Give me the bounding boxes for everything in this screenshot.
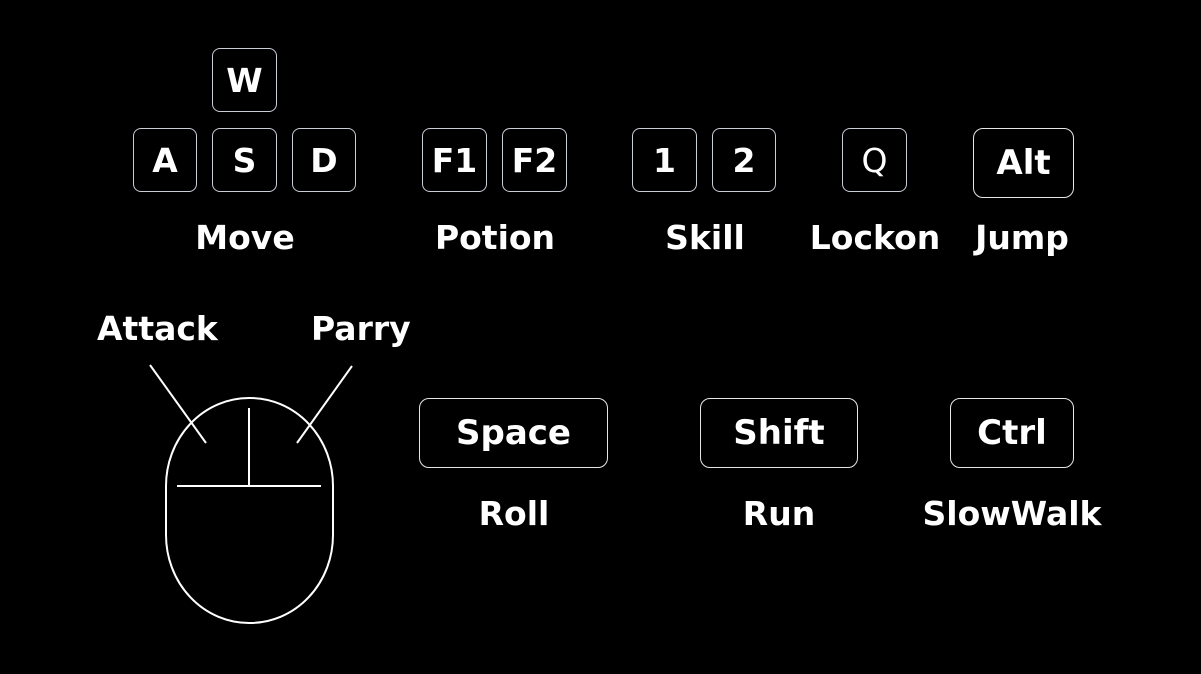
attack-label: Attack [97,309,218,348]
move-label: Move [195,218,295,257]
parry-label: Parry [311,309,411,348]
slowwalk-label: SlowWalk [922,494,1102,533]
key-a[interactable]: A [133,128,197,192]
key-q[interactable]: Q [842,128,907,192]
attack-pointer-line [149,364,207,444]
key-d[interactable]: D [292,128,356,192]
jump-label: Jump [975,218,1069,257]
mouse-body [165,397,334,624]
key-shift[interactable]: Shift [700,398,858,468]
key-ctrl[interactable]: Ctrl [950,398,1074,468]
key-f2[interactable]: F2 [502,128,567,192]
key-1[interactable]: 1 [632,128,697,192]
key-w[interactable]: W [212,48,277,112]
key-space[interactable]: Space [419,398,608,468]
skill-label: Skill [665,218,745,257]
roll-label: Roll [478,494,550,533]
potion-label: Potion [434,218,556,257]
key-s[interactable]: S [212,128,277,192]
parry-pointer-line [296,365,353,444]
run-label: Run [742,494,816,533]
key-2[interactable]: 2 [712,128,776,192]
key-alt[interactable]: Alt [973,128,1074,198]
lockon-label: Lockon [809,218,941,257]
key-f1[interactable]: F1 [422,128,487,192]
